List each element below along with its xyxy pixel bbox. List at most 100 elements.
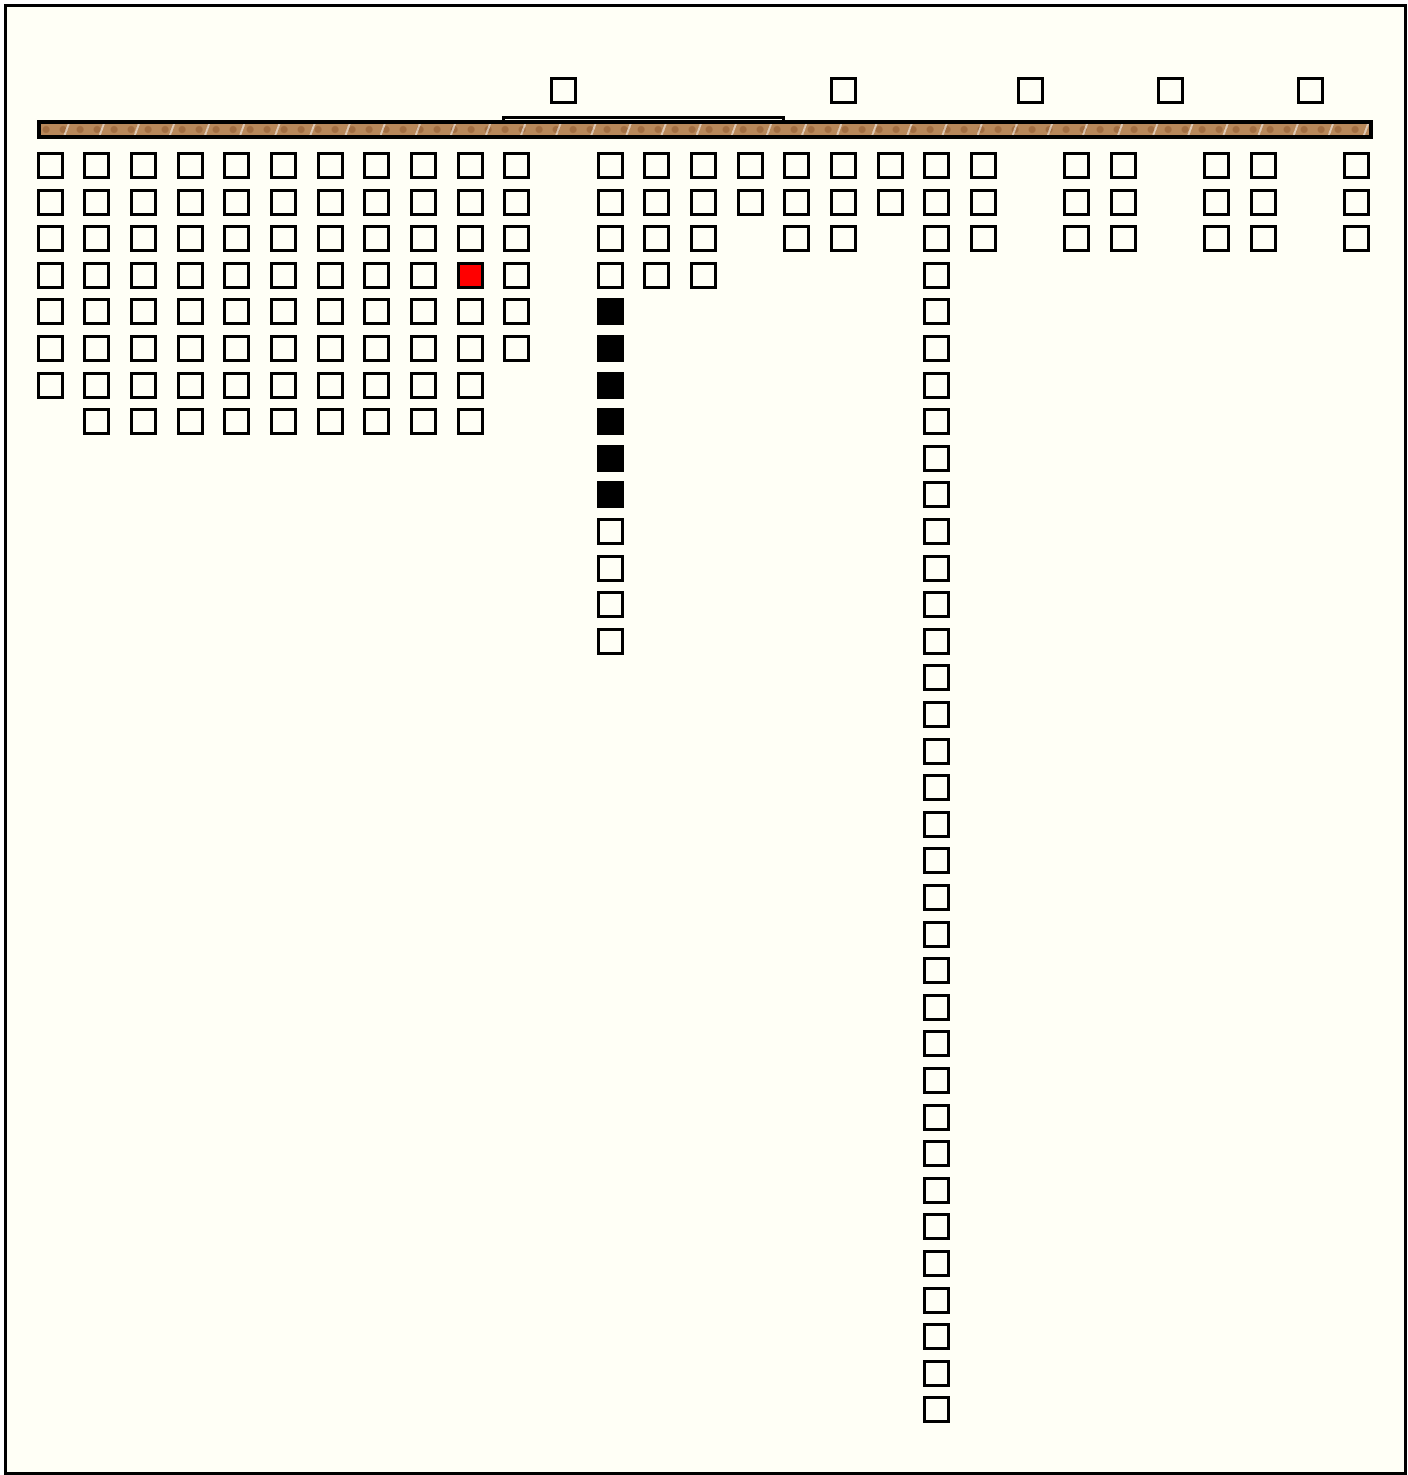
grid-cell[interactable] [923,189,950,216]
grid-cell[interactable] [503,152,530,179]
grid-cell[interactable] [37,335,64,362]
grid-cell[interactable] [923,591,950,618]
grid-cell[interactable] [923,408,950,435]
grid-cell[interactable] [317,189,344,216]
grid-cell[interactable] [37,152,64,179]
grid-cell[interactable] [1343,225,1370,252]
grid-cell[interactable] [130,262,157,289]
grid-cell[interactable] [597,628,624,655]
grid-cell[interactable] [643,225,670,252]
grid-cell[interactable] [130,298,157,325]
grid-cell[interactable] [923,1360,950,1387]
grid-cell[interactable] [923,555,950,582]
grid-cell[interactable] [970,189,997,216]
grid-cell[interactable] [503,298,530,325]
grid-cell[interactable] [877,189,904,216]
grid-cell[interactable] [130,372,157,399]
grid-cell[interactable] [923,1287,950,1314]
grid-cell[interactable] [270,189,297,216]
grid-cell[interactable] [643,189,670,216]
filled-cell[interactable] [597,372,624,399]
grid-cell[interactable] [1203,152,1230,179]
grid-cell[interactable] [643,152,670,179]
grid-cell[interactable] [83,335,110,362]
grid-cell[interactable] [1063,189,1090,216]
grid-cell[interactable] [177,225,204,252]
grid-cell[interactable] [270,372,297,399]
grid-cell[interactable] [317,225,344,252]
grid-cell[interactable] [223,298,250,325]
top-cell[interactable] [1297,77,1324,104]
grid-cell[interactable] [363,189,390,216]
grid-cell[interactable] [457,408,484,435]
grid-cell[interactable] [177,152,204,179]
top-cell[interactable] [550,77,577,104]
grid-cell[interactable] [363,152,390,179]
grid-cell[interactable] [923,262,950,289]
grid-cell[interactable] [923,738,950,765]
grid-cell[interactable] [1110,189,1137,216]
filled-cell[interactable] [597,335,624,362]
grid-cell[interactable] [317,298,344,325]
grid-cell[interactable] [830,189,857,216]
grid-cell[interactable] [1063,152,1090,179]
grid-cell[interactable] [737,152,764,179]
grid-cell[interactable] [457,189,484,216]
grid-cell[interactable] [970,152,997,179]
grid-cell[interactable] [223,372,250,399]
grid-cell[interactable] [923,1067,950,1094]
grid-cell[interactable] [923,1177,950,1204]
grid-cell[interactable] [1250,225,1277,252]
grid-cell[interactable] [923,994,950,1021]
grid-cell[interactable] [1250,189,1277,216]
grid-cell[interactable] [923,847,950,874]
grid-cell[interactable] [363,298,390,325]
grid-cell[interactable] [177,335,204,362]
grid-cell[interactable] [970,225,997,252]
grid-cell[interactable] [177,189,204,216]
grid-cell[interactable] [690,225,717,252]
grid-cell[interactable] [83,298,110,325]
grid-cell[interactable] [643,262,670,289]
grid-cell[interactable] [1343,189,1370,216]
grid-cell[interactable] [410,225,437,252]
grid-cell[interactable] [83,408,110,435]
grid-cell[interactable] [923,1250,950,1277]
grid-cell[interactable] [410,262,437,289]
grid-cell[interactable] [597,189,624,216]
grid-cell[interactable] [1203,225,1230,252]
grid-cell[interactable] [1250,152,1277,179]
grid-cell[interactable] [37,298,64,325]
grid-cell[interactable] [1203,189,1230,216]
grid-cell[interactable] [923,921,950,948]
grid-cell[interactable] [503,189,530,216]
grid-cell[interactable] [363,372,390,399]
grid-cell[interactable] [1343,152,1370,179]
grid-cell[interactable] [503,335,530,362]
grid-cell[interactable] [923,372,950,399]
grid-cell[interactable] [923,701,950,728]
grid-cell[interactable] [270,262,297,289]
grid-cell[interactable] [270,335,297,362]
grid-cell[interactable] [317,335,344,362]
grid-cell[interactable] [877,152,904,179]
grid-cell[interactable] [923,1396,950,1423]
grid-cell[interactable] [783,225,810,252]
filled-cell[interactable] [597,298,624,325]
grid-cell[interactable] [923,298,950,325]
grid-cell[interactable] [923,225,950,252]
grid-cell[interactable] [270,298,297,325]
grid-cell[interactable] [923,1323,950,1350]
grid-cell[interactable] [923,1213,950,1240]
grid-cell[interactable] [597,518,624,545]
grid-cell[interactable] [923,1030,950,1057]
grid-cell[interactable] [457,335,484,362]
grid-cell[interactable] [223,225,250,252]
top-cell[interactable] [830,77,857,104]
grid-cell[interactable] [177,298,204,325]
grid-cell[interactable] [130,335,157,362]
filled-cell[interactable] [597,445,624,472]
grid-cell[interactable] [690,262,717,289]
grid-cell[interactable] [503,225,530,252]
grid-cell[interactable] [923,957,950,984]
